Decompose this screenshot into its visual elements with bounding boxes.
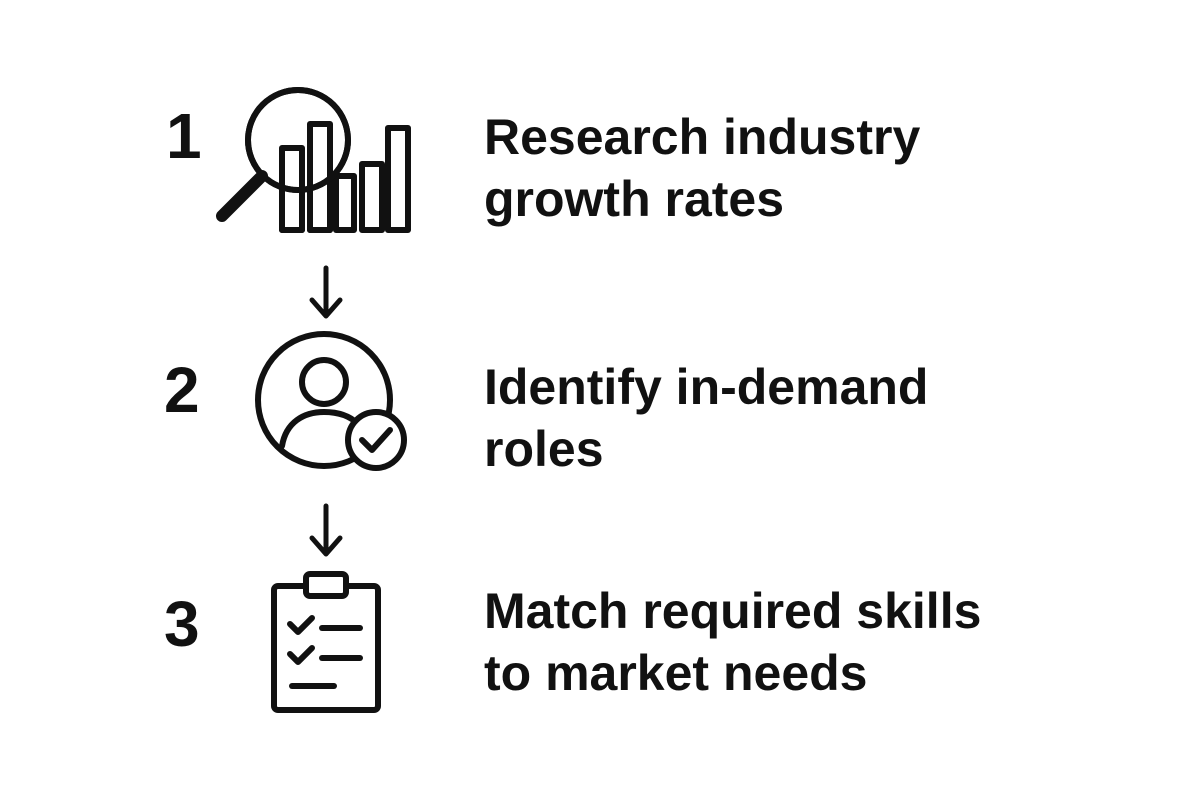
step-2-label: Identify in-demand roles: [484, 356, 928, 480]
down-arrow-icon: [306, 502, 346, 567]
step-1-label: Research industry growth rates: [484, 106, 920, 230]
step-2-number: 2: [164, 354, 200, 426]
magnifier-bar-chart-icon: [212, 80, 422, 240]
down-arrow-icon: [306, 264, 346, 329]
step-3-label: Match required skills to market needs: [484, 580, 981, 704]
step-3-label-line-2: to market needs: [484, 645, 868, 701]
step-1-label-line-1: Research industry: [484, 109, 921, 165]
user-checkmark-icon: [254, 328, 414, 478]
step-2-label-line-2: roles: [484, 421, 604, 477]
step-1-label-line-2: growth rates: [484, 171, 785, 227]
step-2-label-line-1: Identify in-demand: [484, 359, 929, 415]
step-1-number: 1: [166, 100, 202, 172]
clipboard-checklist-icon: [268, 570, 388, 716]
step-3-number: 3: [164, 588, 200, 660]
step-3-label-line-1: Match required skills: [484, 583, 982, 639]
